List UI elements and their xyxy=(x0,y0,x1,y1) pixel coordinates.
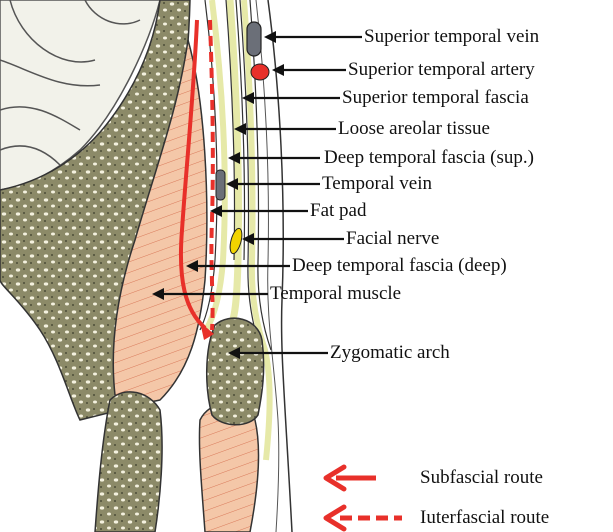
label-superior-temporal-vein: Superior temporal vein xyxy=(364,26,539,48)
label-superior-temporal-fascia: Superior temporal fascia xyxy=(342,87,529,109)
superior-temporal-vein xyxy=(247,22,261,56)
legend-interfascial-label: Iuterfascial route xyxy=(420,507,549,529)
label-facial-nerve: Facial nerve xyxy=(346,228,439,250)
superior-temporal-artery xyxy=(251,64,269,80)
label-deep-temporal-fascia-deep: Deep temporal fascia (deep) xyxy=(292,255,507,277)
label-temporal-vein: Temporal vein xyxy=(322,173,432,195)
label-superior-temporal-artery: Superior temporal artery xyxy=(348,59,535,81)
label-zygomatic-arch: Zygomatic arch xyxy=(330,342,450,364)
label-loose-areolar-tissue: Loose areolar tissue xyxy=(338,118,490,140)
label-temporal-muscle: Temporal muscle xyxy=(270,283,401,305)
temporal-vein xyxy=(216,170,225,200)
zygomatic-arch xyxy=(207,318,264,425)
label-fat-pad: Fat pad xyxy=(310,200,366,222)
legend-subfascial-label: Subfascial route xyxy=(420,467,543,489)
legend-interfascial-arrow xyxy=(326,507,402,529)
label-deep-temporal-fascia-sup: Deep temporal fascia (sup.) xyxy=(324,147,534,169)
legend-subfascial-arrow xyxy=(326,467,376,489)
